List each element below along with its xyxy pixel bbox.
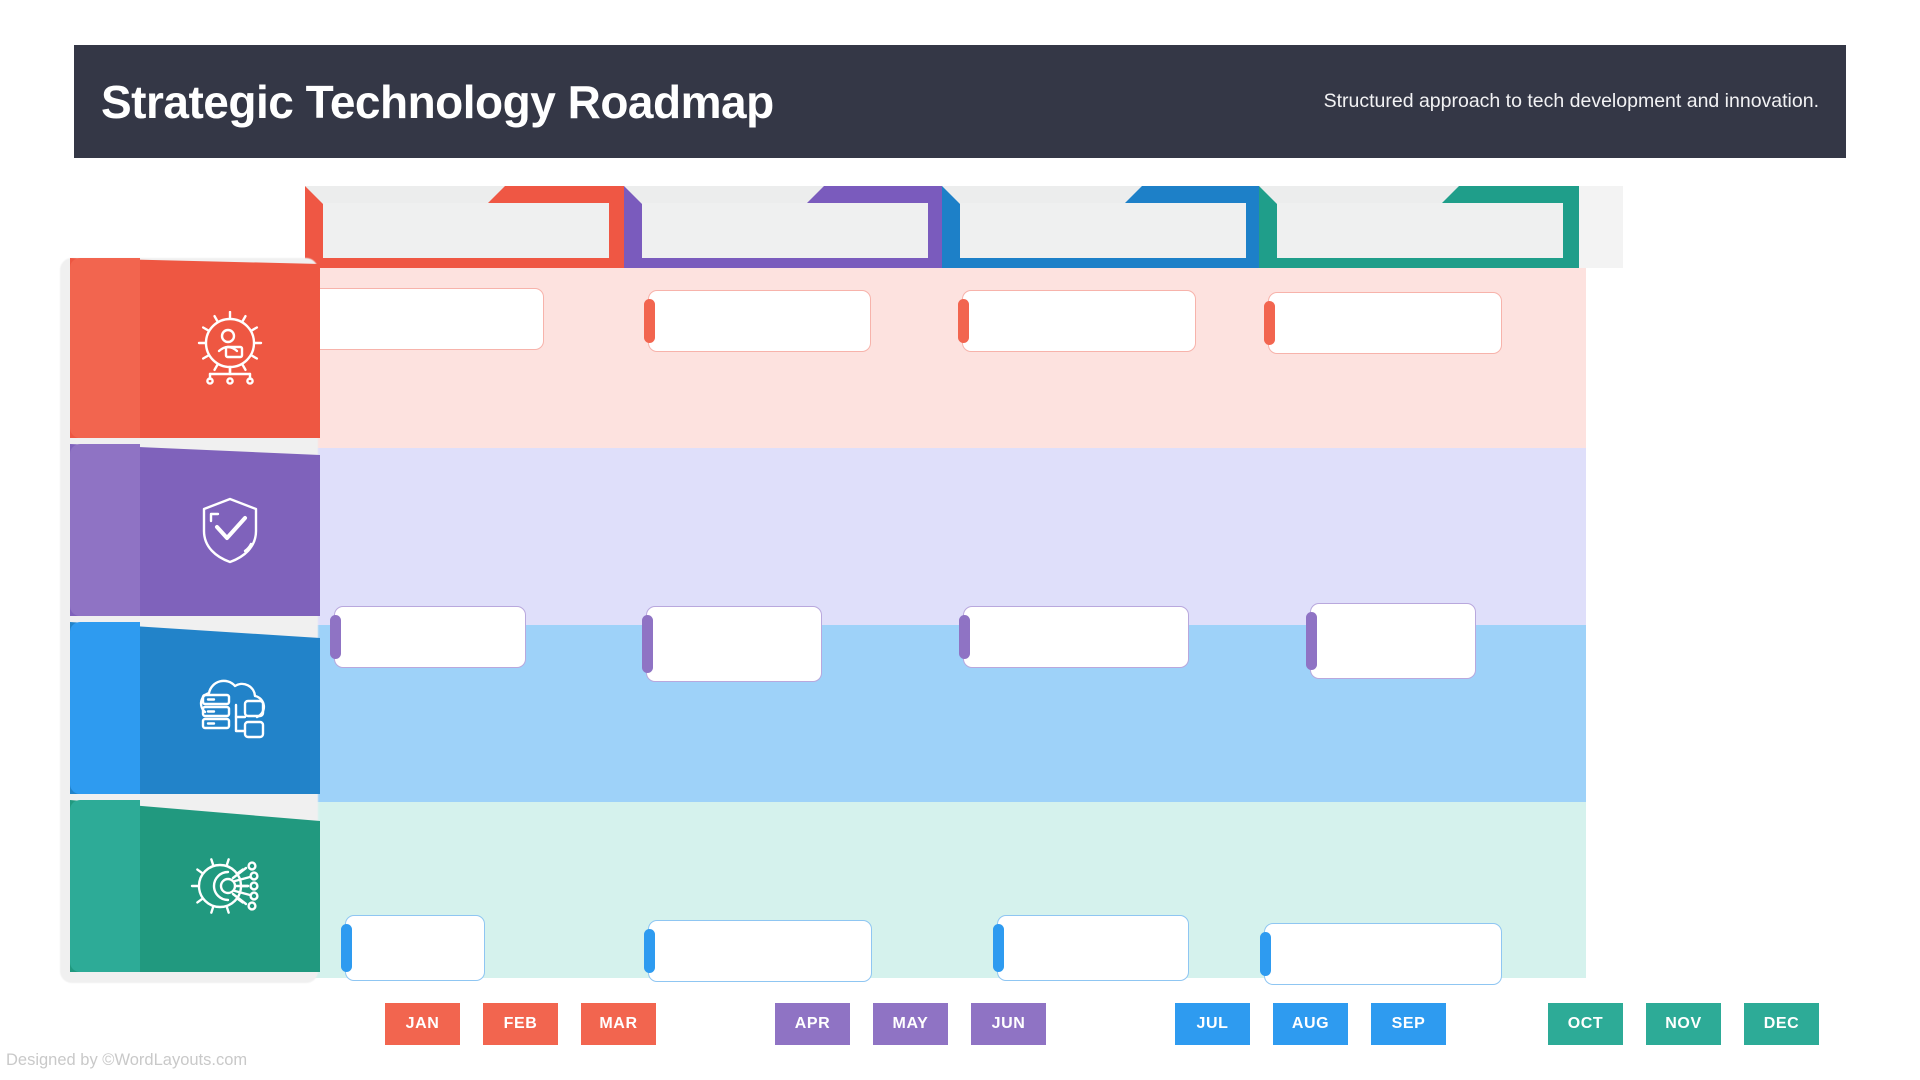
month-button-feb[interactable]: FEB [483,1003,558,1045]
quarter-banner-1[interactable] [305,186,669,268]
month-button-jan[interactable]: JAN [385,1003,460,1045]
month-button-aug[interactable]: AUG [1273,1003,1348,1045]
milestone-card[interactable] [330,606,526,668]
row-band-security [603,448,920,625]
month-button-jun[interactable]: JUN [971,1003,1046,1045]
quarter-fold [305,186,505,204]
milestone-card[interactable] [1264,292,1502,354]
card-accent-bar [993,924,1004,972]
quarter-label-box [323,203,609,258]
card-accent-bar [959,615,970,659]
quarter-header-row [0,186,1920,268]
milestone-card[interactable] [993,915,1189,981]
sidebar-tab [70,444,140,616]
month-button-apr[interactable]: APR [775,1003,850,1045]
month-button-dec[interactable]: DEC [1744,1003,1819,1045]
milestone-card[interactable] [642,606,822,682]
gear-circuit-icon [140,800,320,972]
card-accent-bar [1306,612,1317,670]
month-button-may[interactable]: MAY [873,1003,948,1045]
category-sidebar [60,258,320,983]
card-accent-bar [642,615,653,673]
card-accent-bar [341,924,352,972]
quarter-banner-4[interactable] [1259,186,1623,268]
milestone-card[interactable] [1260,923,1502,985]
month-group-q2: APR MAY JUN [775,1003,1046,1045]
quarter-fold [942,186,1142,204]
sidebar-item-security[interactable] [70,444,320,616]
cloud-server-icon [140,622,320,794]
milestone-card[interactable] [958,290,1196,352]
footer-credit: Designed by ©WordLayouts.com [6,1051,248,1069]
roadmap-grid [0,268,1920,985]
milestone-card[interactable] [341,915,485,981]
row-band-security [1237,448,1586,625]
row-band-security [273,448,603,625]
milestone-card[interactable] [644,920,872,982]
card-accent-bar [330,615,341,659]
quarter-banner-2[interactable] [624,186,988,268]
card-accent-bar [1260,932,1271,976]
month-button-oct[interactable]: OCT [1548,1003,1623,1045]
month-group-q3: JUL AUG SEP [1175,1003,1446,1045]
gear-person-icon [140,258,320,438]
sidebar-item-infrastructure[interactable] [70,622,320,794]
month-button-sep[interactable]: SEP [1371,1003,1446,1045]
sidebar-item-operations[interactable] [70,258,320,438]
row-band-security [920,448,1237,625]
sidebar-tab [70,258,140,438]
quarter-label-box [1277,203,1563,258]
quarter-label-box [642,203,928,258]
quarter-fold [1259,186,1459,204]
shield-check-icon [140,444,320,616]
month-button-mar[interactable]: MAR [581,1003,656,1045]
sidebar-item-integration[interactable] [70,800,320,972]
month-group-q4: OCT NOV DEC [1548,1003,1819,1045]
milestone-card[interactable] [298,288,544,350]
month-group-q1: JAN FEB MAR [385,1003,656,1045]
milestone-card[interactable] [644,290,871,352]
quarter-banner-3[interactable] [942,186,1306,268]
sidebar-tab [70,622,140,794]
page-title: Strategic Technology Roadmap [101,75,774,128]
header-bar: Strategic Technology Roadmap Structured … [74,45,1846,158]
card-accent-bar [644,929,655,973]
month-legend-row: JAN FEB MAR APR MAY JUN JUL AUG SEP OCT NOV DEC [0,1003,1920,1045]
sidebar-tab [70,800,140,972]
quarter-label-box [960,203,1246,258]
month-button-nov[interactable]: NOV [1646,1003,1721,1045]
page-subtitle: Structured approach to tech development … [1323,90,1819,112]
month-button-jul[interactable]: JUL [1175,1003,1250,1045]
card-accent-bar [958,299,969,343]
milestone-card[interactable] [1306,603,1476,679]
milestone-card[interactable] [959,606,1189,668]
card-accent-bar [1264,301,1275,345]
quarter-shadow-stub [1579,186,1623,268]
quarter-column-1 [273,268,603,978]
quarter-fold [624,186,824,204]
card-accent-bar [644,299,655,343]
